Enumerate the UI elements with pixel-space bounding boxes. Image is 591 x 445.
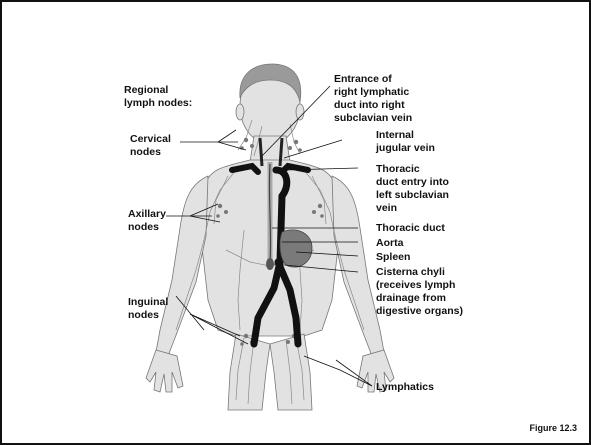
internal-jugular-vein bbox=[260, 138, 262, 166]
right-hand bbox=[146, 350, 183, 392]
label-cervical-nodes: Cervical nodes bbox=[130, 133, 174, 158]
right-leg bbox=[228, 334, 270, 410]
label-spleen: Spleen bbox=[376, 251, 410, 263]
spleen bbox=[280, 230, 312, 267]
label-thoracic-duct: Thoracic duct bbox=[376, 222, 445, 234]
cisterna-chyli bbox=[266, 258, 274, 270]
label-aorta: Aorta bbox=[376, 237, 404, 249]
left-leg bbox=[270, 334, 312, 410]
label-internal-jugular-vein: Internal jugular vein bbox=[375, 129, 435, 154]
label-lymphatics: Lymphatics bbox=[376, 381, 434, 393]
heading-line: lymph nodes: bbox=[124, 97, 192, 109]
label-thoracic-duct-entry: Thoracic duct entry into left subclavian… bbox=[376, 163, 452, 214]
figure-caption: Figure 12.3 bbox=[529, 423, 577, 433]
heading-regional-lymph-nodes: Regional lymph nodes: bbox=[124, 84, 192, 109]
label-right-lymphatic-duct-entrance: Entrance of right lymphatic duct into ri… bbox=[334, 73, 412, 124]
label-cisterna-chyli: Cisterna chyli (receives lymph drainage … bbox=[376, 266, 463, 317]
heading-line: Regional bbox=[124, 84, 168, 96]
right-arm bbox=[156, 176, 208, 356]
label-axillary-nodes: Axillary nodes bbox=[128, 208, 169, 233]
